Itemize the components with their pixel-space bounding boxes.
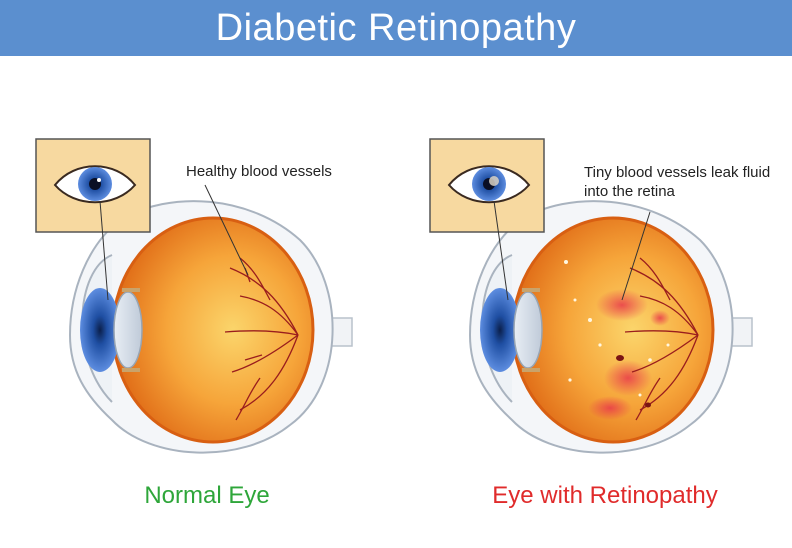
annotation-healthy-vessels: Healthy blood vessels xyxy=(186,163,332,180)
healthy-vessels xyxy=(224,257,299,421)
iris-left xyxy=(80,288,120,372)
page-title: Diabetic Retinopathy xyxy=(215,6,577,49)
diagram-canvas xyxy=(35,138,753,454)
damaged-vessels xyxy=(624,257,699,421)
retinopathy-eye-illustration xyxy=(429,138,753,454)
iris-right xyxy=(480,288,520,372)
annotation-leaking-vessels: Tiny blood vessels leak fluid into the r… xyxy=(584,164,771,200)
normal-eye-illustration xyxy=(35,138,353,454)
title-bar: Diabetic Retinopathy xyxy=(0,0,792,56)
retina-left xyxy=(111,216,315,444)
lens-right xyxy=(513,291,543,369)
exudate-dots xyxy=(564,260,670,397)
lens-left xyxy=(113,291,143,369)
caption-normal-eye: Normal Eye xyxy=(144,482,270,509)
fluid-leak-spots xyxy=(588,289,670,420)
caption-retinopathy-eye: Eye with Retinopathy xyxy=(492,482,718,509)
